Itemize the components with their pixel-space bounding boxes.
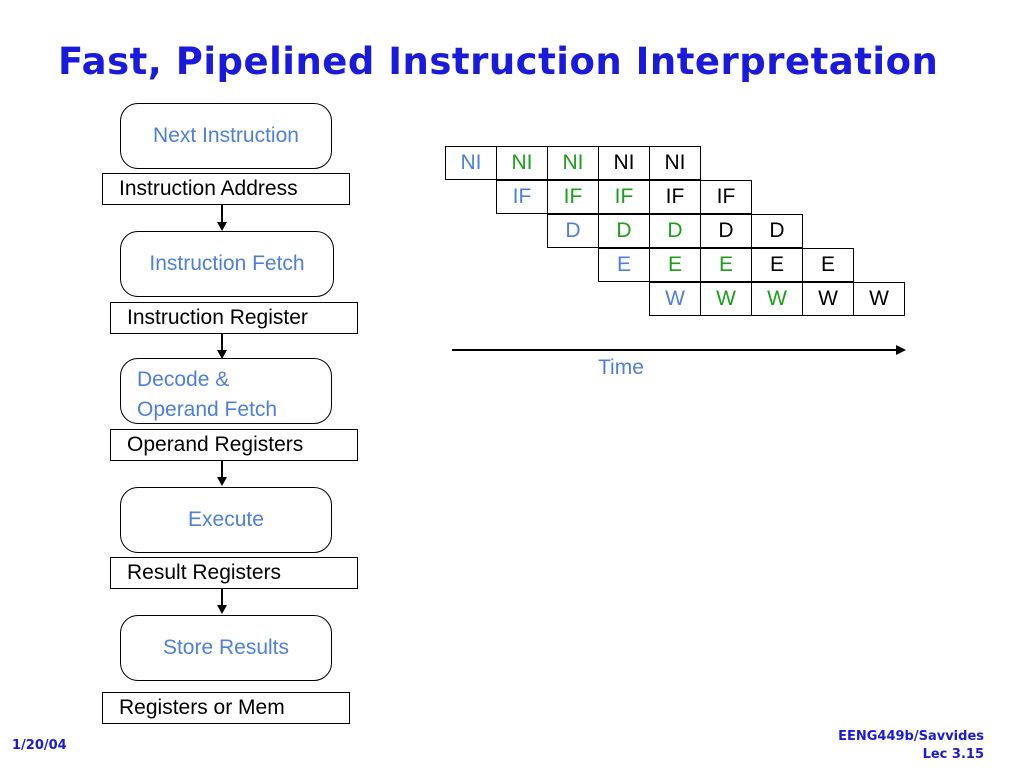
time-label: Time	[598, 356, 644, 379]
stage-store-results: Store Results	[120, 615, 332, 681]
flow-arrow	[217, 589, 227, 614]
pipeline-cell-d: D	[598, 214, 650, 248]
pipeline-cell-ni: NI	[598, 146, 650, 180]
footer-date: 1/20/04	[12, 738, 67, 753]
pipeline-cell-e: E	[802, 248, 854, 282]
pipeline-cell-d: D	[751, 214, 803, 248]
pipeline-cell-w: W	[649, 282, 701, 316]
pipeline-cell-ni: NI	[445, 146, 497, 180]
flow-arrow	[217, 461, 227, 486]
pipeline-cell-e: E	[751, 248, 803, 282]
pipeline-cell-if: IF	[547, 180, 599, 214]
register-instruction-register: Instruction Register	[110, 302, 358, 334]
stage-label: Store Results	[162, 636, 290, 659]
register-registers-or-mem: Registers or Mem	[102, 692, 350, 724]
register-result-registers: Result Registers	[110, 557, 358, 589]
stage-next-instruction: Next Instruction	[120, 103, 332, 169]
flow-arrow	[217, 334, 227, 359]
pipeline-cell-e: E	[700, 248, 752, 282]
pipeline-cell-d: D	[649, 214, 701, 248]
pipeline-cell-ni: NI	[547, 146, 599, 180]
pipeline-cell-ni: NI	[496, 146, 548, 180]
pipeline-cell-d: D	[547, 214, 599, 248]
stage-label-line1: Decode &	[137, 368, 230, 391]
stage-label: Instruction Fetch	[149, 252, 305, 275]
pipeline-cell-w: W	[700, 282, 752, 316]
stage-label: Execute	[188, 508, 264, 531]
pipeline-cell-if: IF	[496, 180, 548, 214]
footer-course-info: EENG449b/Savvides Lec 3.15	[838, 728, 984, 764]
page-title: Fast, Pipelined Instruction Interpretati…	[58, 40, 939, 83]
pipeline-cell-w: W	[802, 282, 854, 316]
stage-label-line2: Operand Fetch	[137, 398, 278, 421]
pipeline-cell-if: IF	[700, 180, 752, 214]
stage-label: Next Instruction	[153, 124, 299, 147]
stage-execute: Execute	[120, 487, 332, 553]
footer-course: EENG449b/Savvides	[838, 729, 984, 744]
footer-lecture: Lec 3.15	[922, 747, 984, 762]
pipeline-cell-e: E	[598, 248, 650, 282]
pipeline-cell-ni: NI	[649, 146, 701, 180]
pipeline-cell-w: W	[853, 282, 905, 316]
pipeline-cell-d: D	[700, 214, 752, 248]
time-arrow	[452, 345, 906, 355]
pipeline-cell-e: E	[649, 248, 701, 282]
register-operand-registers: Operand Registers	[110, 429, 358, 461]
pipeline-cell-if: IF	[598, 180, 650, 214]
pipeline-cell-w: W	[751, 282, 803, 316]
stage-instruction-fetch: Instruction Fetch	[120, 231, 334, 297]
pipeline-cell-if: IF	[649, 180, 701, 214]
register-instruction-address: Instruction Address	[102, 173, 350, 205]
flow-arrow	[217, 205, 227, 231]
stage-decode-operand-fetch: Decode & Operand Fetch	[120, 358, 332, 424]
